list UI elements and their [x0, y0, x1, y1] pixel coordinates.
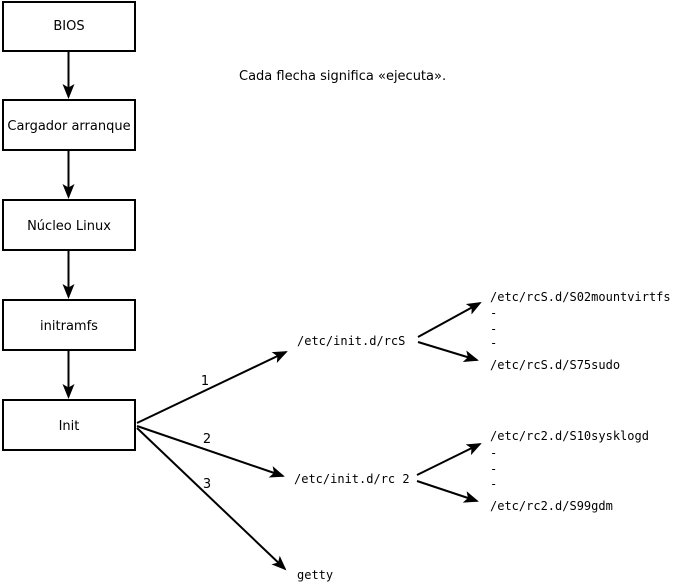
kernel-box: Núcleo Linux [2, 199, 136, 251]
rcS-ellipsis-dash: - [490, 322, 497, 336]
kernel-box-label: Núcleo Linux [27, 219, 111, 234]
init-box-rect [2, 399, 136, 451]
rcS-ellipsis-dash: - [490, 336, 497, 350]
rc2-first-script-label: /etc/rc2.d/S10sysklogd [490, 429, 649, 443]
initramfs-box: initramfs [2, 299, 136, 351]
rcS-label: /etc/init.d/rcS [297, 334, 405, 348]
bios-box-label: BIOS [53, 19, 84, 34]
branch-order-2: 2 [203, 432, 211, 447]
initramfs-box-label: initramfs [40, 319, 98, 334]
init-box-label: Init [59, 419, 80, 434]
arrow-init-to-getty [136, 427, 287, 571]
bios-box: BIOS [2, 1, 136, 52]
initramfs-box-rect [2, 299, 136, 351]
bootloader-box-rect [2, 99, 136, 151]
arrow-rcS-to-last-script [417, 341, 479, 362]
arrow-init-to-rc2 [136, 425, 285, 478]
branch-order-1: 1 [201, 374, 209, 389]
bootloader-box-label: Cargador arranque [7, 119, 130, 134]
rc2-ellipsis-dash: - [490, 462, 497, 476]
rc2-ellipsis-dash: - [490, 477, 497, 491]
bios-box-rect [2, 1, 136, 52]
getty-label: getty [297, 568, 333, 582]
init-box: Init [2, 399, 136, 451]
rcS-last-script-label: /etc/rcS.d/S75sudo [490, 358, 620, 372]
rc2-ellipsis-dash: - [490, 446, 497, 460]
arrow-rcS-to-first-script [417, 302, 482, 338]
rc2-label: /etc/init.d/rc 2 [294, 472, 410, 486]
rcS-ellipsis-dash: - [490, 306, 497, 320]
arrow-meaning-note: Cada flecha significa «ejecuta». [239, 69, 446, 84]
arrow-rc2-to-last-script [416, 480, 479, 503]
rc2-last-script-label: /etc/rc2.d/S99gdm [490, 499, 613, 513]
arrow-init-to-rcS [136, 351, 288, 424]
branch-order-3: 3 [203, 477, 211, 492]
bootloader-box: Cargador arranque [2, 99, 136, 151]
arrow-rc2-to-first-script [416, 443, 482, 476]
rcS-first-script-label: /etc/rcS.d/S02mountvirtfs [490, 290, 671, 304]
